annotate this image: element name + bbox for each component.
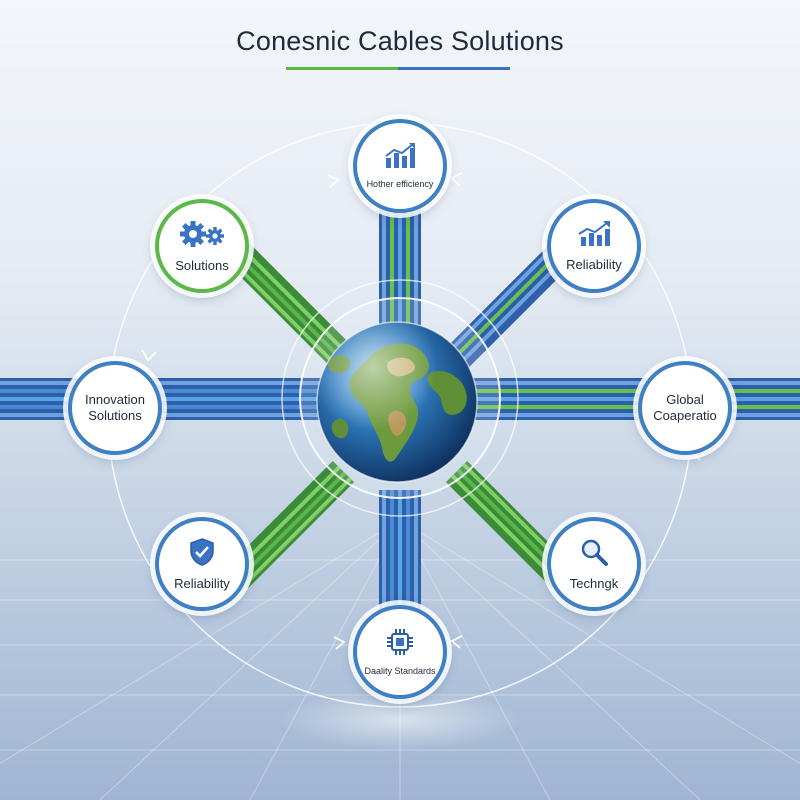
node-reliability-bottom[interactable]: Reliability <box>155 517 249 611</box>
node-label-line1: Innovation <box>85 392 145 408</box>
chip-icon <box>385 627 415 662</box>
node-reliability-top[interactable]: Reliability <box>547 199 641 293</box>
node-label: Daality Standards <box>364 666 436 677</box>
cable-top-left <box>226 241 355 370</box>
title-underline-green <box>286 67 398 70</box>
cable-top-right <box>445 241 574 370</box>
node-label-line1: Global <box>666 392 704 408</box>
node-label: Hother efficiency <box>366 179 434 190</box>
node-label: Solutions <box>175 257 229 273</box>
cable-bottom-right <box>445 460 574 589</box>
node-label: Techngk <box>569 575 619 591</box>
node-daality-standards[interactable]: Daality Standards <box>353 605 447 699</box>
bar-chart-icon <box>383 142 417 175</box>
growth-chart-icon <box>577 220 611 253</box>
title-underline-blue <box>398 67 510 70</box>
magnifier-icon <box>579 537 609 572</box>
node-label: Reliability <box>174 575 230 591</box>
node-label: Reliability <box>566 256 622 272</box>
node-label-line2: Coaperatio <box>653 408 717 423</box>
cable-top <box>379 200 421 340</box>
orbit-arrows <box>141 172 701 650</box>
cable-bottom-left <box>226 460 355 589</box>
node-solutions[interactable]: Solutions <box>155 199 249 293</box>
node-global-coaperatio[interactable]: Global Coaperatio <box>638 361 732 455</box>
node-label-line2: Solutions <box>88 408 142 423</box>
cable-left <box>0 378 330 420</box>
node-hother-efficiency[interactable]: Hother efficiency <box>353 119 447 213</box>
node-innovation-solutions[interactable]: Innovation Solutions <box>68 361 162 455</box>
globe-icon <box>316 321 478 483</box>
node-techngk[interactable]: Techngk <box>547 517 641 611</box>
gears-icon <box>177 219 227 254</box>
shield-check-icon <box>188 537 216 572</box>
cable-bottom <box>379 490 421 615</box>
page-title: Conesnic Cables Solutions <box>236 26 564 56</box>
cable-right <box>470 378 800 420</box>
